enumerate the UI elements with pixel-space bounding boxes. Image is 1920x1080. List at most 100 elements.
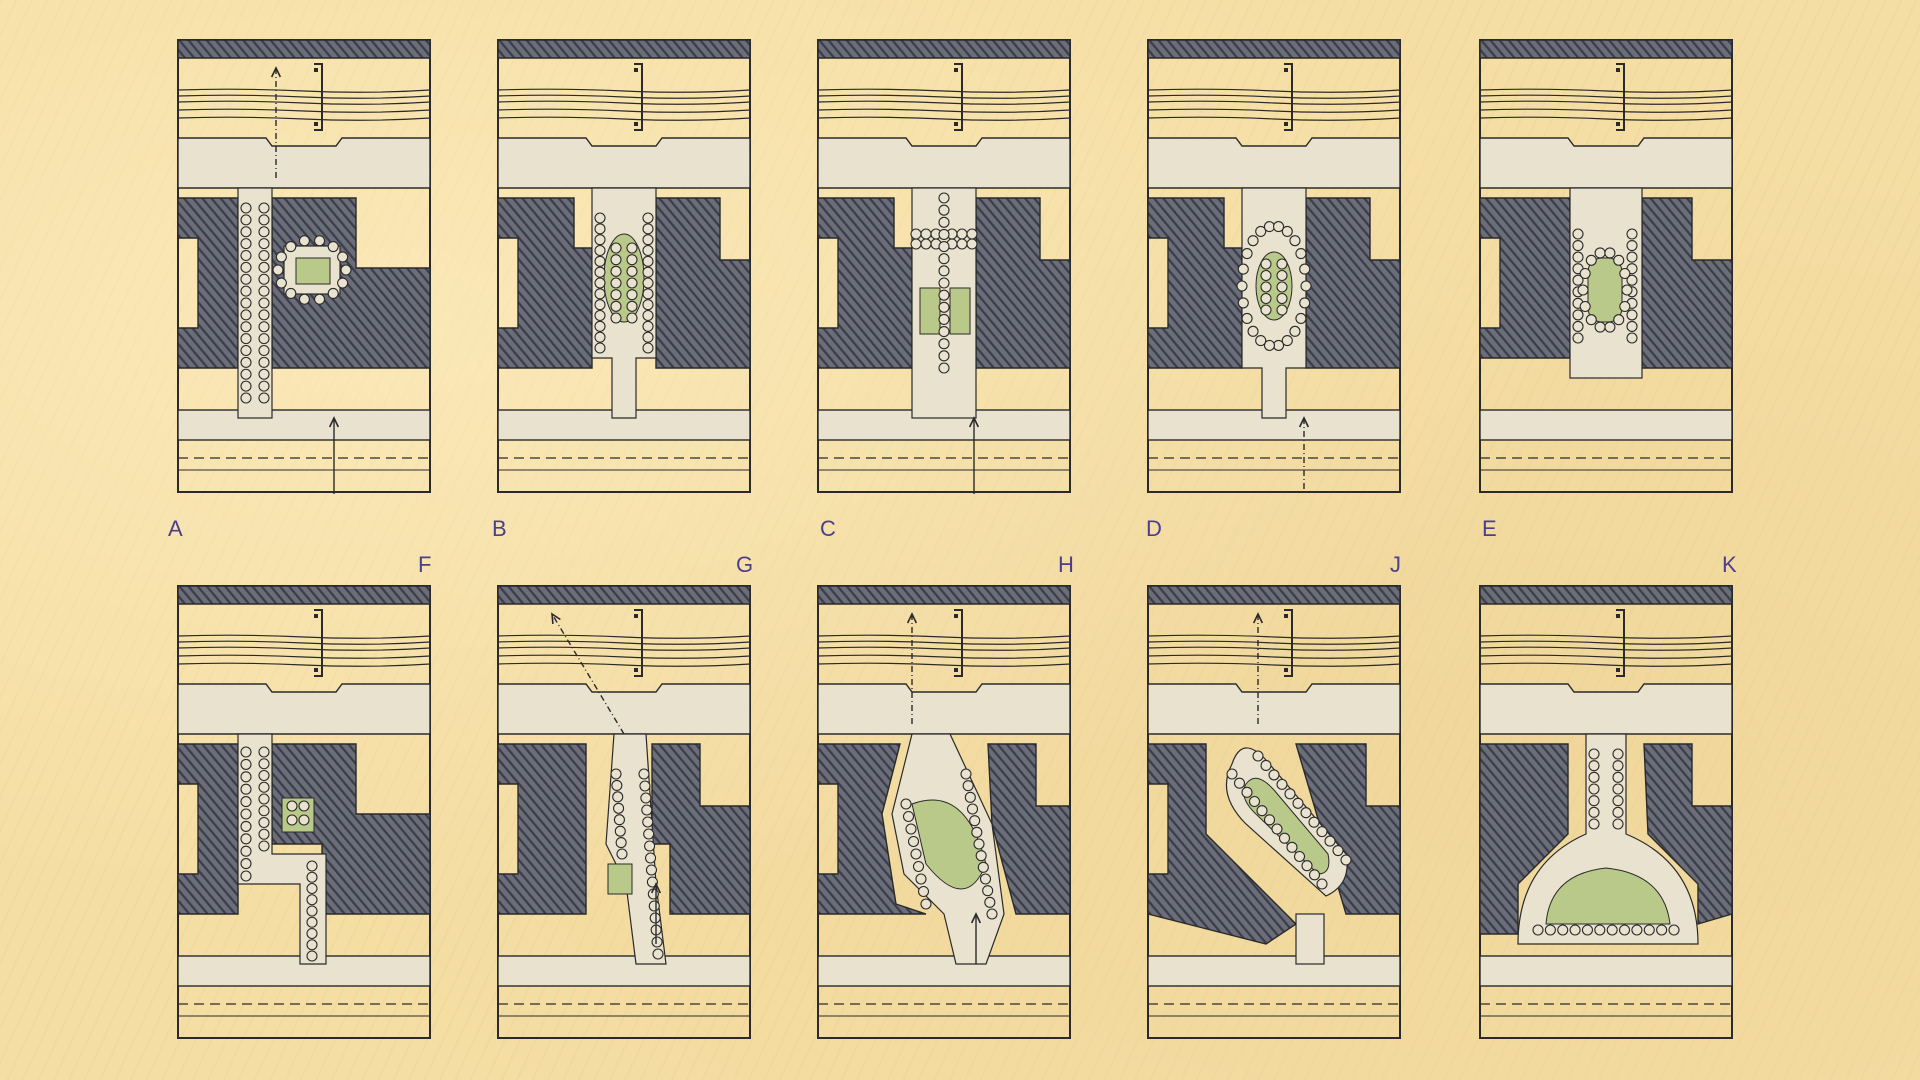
tree-circle	[642, 331, 654, 343]
tree-circle	[286, 800, 298, 812]
tree-circle	[337, 277, 349, 289]
river-line	[817, 640, 1071, 645]
tree-circle	[258, 746, 270, 758]
tree-circle	[314, 235, 326, 247]
bridge-post	[314, 68, 318, 72]
tree-circle	[258, 261, 270, 273]
tree-circle	[1241, 248, 1253, 260]
tree-circle	[613, 802, 625, 814]
river-line	[497, 662, 751, 667]
tree-circle	[938, 228, 950, 240]
label-a: A	[168, 516, 183, 541]
tree-circle	[306, 871, 318, 883]
tree-circle	[1594, 321, 1606, 333]
upper-street	[497, 137, 751, 189]
tree-circle	[240, 226, 252, 238]
building-block	[987, 743, 1071, 915]
river-line	[1479, 88, 1733, 93]
building-block	[1305, 197, 1401, 369]
river-line	[497, 634, 751, 639]
tree-circle	[626, 300, 638, 312]
tree-circle	[638, 768, 650, 780]
arrow-head	[1252, 612, 1264, 624]
river-line	[1147, 646, 1401, 651]
green-lawn	[295, 257, 331, 285]
tree-circle	[1585, 254, 1597, 266]
upper-street	[177, 137, 431, 189]
sketch-panel-b	[496, 38, 752, 494]
tree-circle	[258, 781, 270, 793]
tree-circle	[642, 266, 654, 278]
river-line	[1147, 88, 1401, 93]
bridge-bracket	[1284, 609, 1293, 677]
sketch-panel-c	[816, 38, 1072, 494]
tree-circle	[1572, 240, 1584, 252]
river-line	[1479, 662, 1733, 667]
tree-circle	[651, 936, 663, 948]
upper-street	[1479, 683, 1733, 735]
tree-circle	[644, 852, 657, 864]
tree-circle	[920, 898, 932, 910]
river-line	[817, 88, 1071, 93]
arrow-head	[328, 416, 340, 428]
tree-circle	[1241, 786, 1253, 798]
river-line	[497, 108, 751, 113]
tree-circle	[649, 912, 661, 924]
building-block	[1479, 197, 1571, 359]
tree-circle	[1276, 778, 1288, 790]
building-block	[177, 197, 239, 369]
tree-circle	[915, 873, 927, 885]
tree-circle	[306, 882, 318, 895]
tree-circle	[1631, 924, 1643, 936]
tree-circle	[1612, 783, 1624, 795]
building-block	[1641, 197, 1733, 369]
tree-circle	[327, 240, 339, 253]
tree-circle	[1281, 225, 1293, 237]
river-line	[497, 116, 751, 121]
tree-circle	[258, 793, 270, 805]
tree-circle	[1579, 300, 1591, 313]
tree-circle	[240, 771, 252, 783]
tree-circle	[1241, 312, 1253, 324]
tree-circle	[240, 368, 252, 380]
green-lawn	[1243, 777, 1330, 875]
river-line	[817, 116, 1071, 121]
label-e: E	[1482, 516, 1497, 541]
tree-circle	[240, 833, 252, 845]
tree-circle	[1301, 860, 1313, 872]
tree-circle	[240, 808, 252, 820]
site-plan-sketch	[1147, 585, 1401, 1039]
tree-circle	[641, 804, 653, 816]
tree-circle	[240, 796, 252, 808]
tree-circle	[1289, 325, 1301, 337]
tree-circle	[1572, 251, 1584, 263]
tree-circle	[594, 223, 606, 235]
tree-circle	[938, 289, 950, 301]
tree-circle	[1260, 759, 1272, 772]
tree-circle	[966, 238, 978, 250]
north-building-band	[1147, 39, 1401, 59]
tree-circle	[1579, 267, 1591, 280]
tree-circle	[240, 321, 252, 333]
tree-circle	[327, 287, 339, 300]
tree-circle	[240, 214, 252, 226]
tree-circle	[610, 242, 622, 254]
tree-circle	[1626, 332, 1638, 344]
upper-street	[1147, 137, 1401, 189]
upper-street	[817, 137, 1071, 189]
tree-circle	[594, 234, 606, 246]
tree-circle	[969, 815, 981, 827]
building-block	[817, 197, 913, 369]
tree-circle	[1260, 281, 1272, 293]
tree-circle	[1248, 795, 1261, 808]
river-line	[1147, 108, 1401, 113]
tree-circle	[1643, 924, 1655, 936]
river-line	[1479, 116, 1733, 121]
walkway	[1295, 913, 1325, 965]
north-building-band	[1479, 39, 1733, 59]
building-block	[1643, 743, 1733, 925]
tree-circle	[240, 285, 252, 297]
tree-circle	[1613, 314, 1625, 326]
tree-circle	[240, 261, 252, 273]
river-line	[1147, 116, 1401, 121]
